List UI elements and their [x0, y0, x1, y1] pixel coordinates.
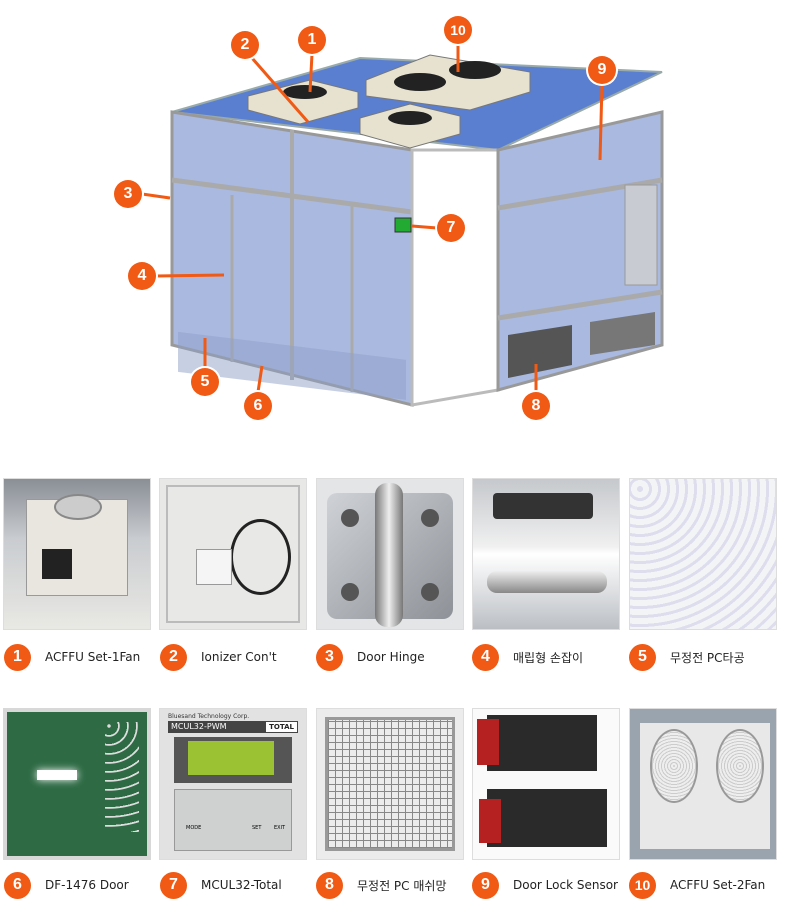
- callout-3: 3: [114, 180, 142, 208]
- callout-2: 2: [231, 31, 259, 59]
- component-name: 매립형 손잡이: [513, 650, 584, 665]
- photo-door-panel: [3, 708, 151, 860]
- number-badge: 2: [160, 643, 187, 671]
- component-label-9: 9 Door Lock Sensor: [472, 871, 618, 899]
- component-label-5: 5 무정전 PC타공: [629, 643, 745, 671]
- clean-booth-diagram: [141, 44, 664, 407]
- component-name: 무정전 PC 매쉬망: [357, 878, 447, 893]
- number-badge: 9: [472, 871, 499, 899]
- component-label-8: 8 무정전 PC 매쉬망: [316, 871, 447, 899]
- number-badge: 5: [629, 643, 656, 671]
- callout-10: 10: [444, 16, 472, 44]
- component-label-3: 3 Door Hinge: [316, 643, 425, 671]
- component-name: Door Lock Sensor: [513, 878, 618, 892]
- callout-4: 4: [128, 262, 156, 290]
- component-label-7: 7 MCUL32-Total: [160, 871, 282, 899]
- component-name: MCUL32-Total: [201, 878, 282, 892]
- number-badge: 1: [4, 643, 31, 671]
- number-badge: 8: [316, 871, 343, 899]
- callout-6: 6: [244, 392, 272, 420]
- callout-1: 1: [298, 26, 326, 54]
- callout-5: 5: [191, 368, 219, 396]
- photo-ffu-1fan: [3, 478, 151, 630]
- number-badge: 7: [160, 871, 187, 899]
- number-badge: 3: [316, 643, 343, 671]
- number-badge: 4: [472, 643, 499, 671]
- component-label-10: 10 ACFFU Set-2Fan: [629, 871, 765, 899]
- photo-recessed-handle: [472, 478, 620, 630]
- number-badge: 10: [629, 871, 656, 899]
- photo-perforated-pc: [629, 478, 777, 630]
- component-name: ACFFU Set-1Fan: [45, 650, 141, 664]
- controller-model-text: MCUL32-PWM: [168, 721, 266, 733]
- controller-brand-text: Bluesand Technology Corp.: [168, 713, 250, 720]
- component-label-2: 2 Ionizer Con't: [160, 643, 277, 671]
- component-label-6: 6 DF-1476 Door: [4, 871, 129, 899]
- component-label-4: 4 매립형 손잡이: [472, 643, 583, 671]
- callout-8: 8: [522, 392, 550, 420]
- component-name: 무정전 PC타공: [670, 650, 745, 665]
- component-name: DF-1476 Door: [45, 878, 129, 892]
- component-label-1: 1 ACFFU Set-1Fan: [4, 643, 140, 671]
- component-name: Ionizer Con't: [201, 650, 277, 664]
- controller-set-label: SET: [252, 825, 262, 831]
- component-name: ACFFU Set-2Fan: [670, 878, 766, 892]
- number-badge: 6: [4, 871, 31, 899]
- photo-door-hinge: [316, 478, 464, 630]
- controller-mode-label: MODE: [186, 825, 202, 831]
- photo-controller: Bluesand Technology Corp. MCUL32-PWM TOT…: [159, 708, 307, 860]
- photo-ionizer-controller: [159, 478, 307, 630]
- booth-opening: [410, 148, 500, 407]
- photo-pc-mesh: [316, 708, 464, 860]
- controller-exit-label: EXIT: [274, 825, 286, 831]
- photo-door-lock-sensor: [472, 708, 620, 860]
- callout-9: 9: [588, 56, 616, 84]
- photo-ffu-2fan: [629, 708, 777, 860]
- callout-7: 7: [437, 214, 465, 242]
- component-name: Door Hinge: [357, 650, 425, 664]
- controller-total-badge: TOTAL: [265, 721, 298, 733]
